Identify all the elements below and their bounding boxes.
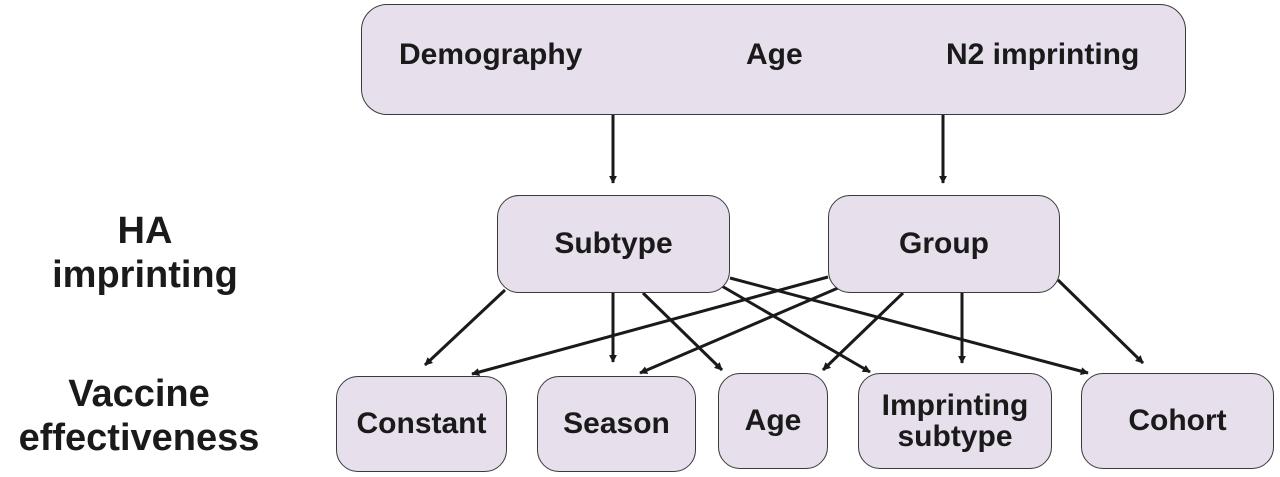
top-box [361,4,1186,115]
node-age-label: Age [744,404,802,438]
node-season-label: Season [563,407,670,441]
node-subtype: Subtype [497,195,730,293]
node-imprinting-subtype-line1: Imprinting [881,388,1029,422]
top-item-age: Age [746,38,803,71]
node-subtype-label: Subtype [554,227,673,261]
node-constant-label: Constant [356,407,487,441]
node-imprinting-subtype-line2: subtype [897,420,1013,453]
node-season: Season [537,376,696,472]
edge-subtype-to-constant [423,288,507,367]
row-label-ha-imprinting: HA imprinting [20,210,270,297]
node-group-label: Group [899,227,989,261]
node-imprinting-subtype: Imprinting subtype [858,373,1052,469]
node-group: Group [828,195,1060,293]
edge-group-to-season [639,286,839,375]
row-label-imprinting-line: imprinting [52,253,238,296]
edge-group-to-constant [471,275,829,376]
row-label-effectiveness-line: effectiveness [18,416,260,459]
row-label-ha-line: HA [117,210,173,252]
node-constant: Constant [336,376,507,472]
node-cohort: Cohort [1081,373,1274,469]
node-age: Age [718,373,828,469]
row-label-vaccine-effectiveness: Vaccine effectiveness [0,373,278,460]
top-item-n2-imprinting: N2 imprinting [946,38,1140,71]
row-label-vaccine-line: Vaccine [68,373,210,415]
edge-group-to-age [821,291,905,372]
edge-subtype-to-cohort [729,276,1089,376]
edge-group-to-cohort [1056,278,1145,365]
node-cohort-label: Cohort [1128,404,1227,438]
top-item-demography: Demography [399,38,583,71]
edge-subtype-to-age [641,291,724,372]
